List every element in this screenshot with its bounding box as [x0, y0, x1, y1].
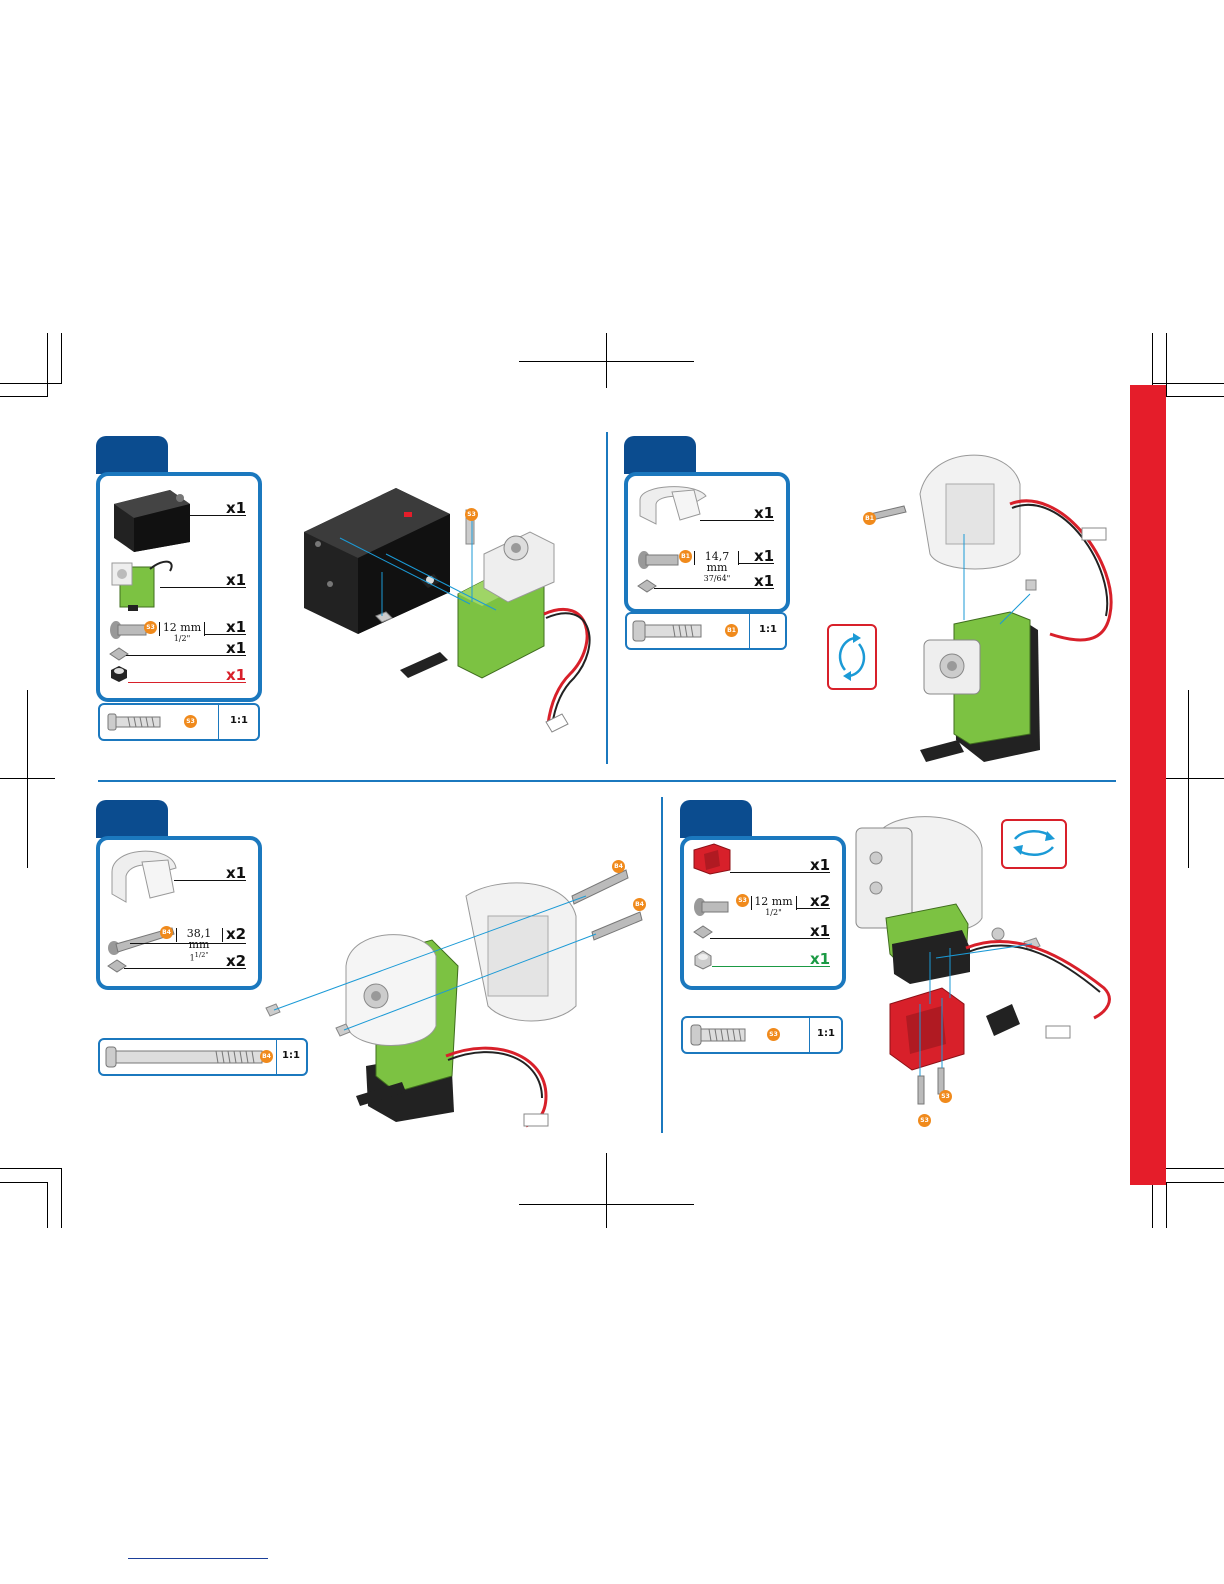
step-2-assembly-illustration: [860, 444, 1120, 774]
servo-motor-icon: [110, 555, 182, 613]
callout-badge: B1: [863, 512, 876, 525]
square-nut-icon: [106, 958, 128, 974]
screw-scale-icon: [633, 620, 703, 642]
part-badge: B4: [160, 926, 173, 939]
step-4-assembly-illustration: [846, 808, 1126, 1128]
screw-scale-icon: [691, 1024, 747, 1046]
side-bar: [1130, 385, 1166, 1185]
motor-hub-half-icon: [106, 842, 186, 914]
screw-icon: [692, 896, 732, 918]
part-qty: x1: [226, 864, 246, 882]
part-qty: x1: [810, 856, 830, 874]
part-qty: x1: [226, 666, 246, 684]
part-qty: x1: [754, 504, 774, 522]
part-qty: x1: [754, 572, 774, 590]
square-nut-icon: [636, 578, 658, 594]
step-2-tab: [624, 436, 696, 474]
screw-scale-icon: [108, 713, 162, 731]
motor-hub-half-icon: [636, 480, 716, 530]
part-qty: x2: [226, 952, 246, 970]
dimension-bar: [222, 928, 223, 942]
callout-badge: S3: [939, 1090, 952, 1103]
lock-nut-icon: [692, 949, 714, 971]
screw-icon: [636, 549, 682, 571]
lock-nut-icon: [108, 664, 130, 684]
servo-bracket-icon: [110, 482, 192, 552]
scale-separator: [749, 614, 750, 648]
part-qty: x1: [810, 950, 830, 968]
part-qty: x2: [810, 892, 830, 910]
step-1-scale-box: S3 1:1: [98, 703, 260, 741]
screw-length: 12 mm 1/2": [751, 896, 796, 918]
scale-badge: S3: [184, 715, 197, 728]
callout-badge: S3: [918, 1114, 931, 1127]
part-qty: x1: [226, 618, 246, 636]
scale-label: 1:1: [230, 715, 248, 726]
callout-badge: S3: [465, 508, 478, 521]
scale-separator: [218, 705, 219, 739]
part-badge: B1: [679, 550, 692, 563]
callout-badge: B4: [633, 898, 646, 911]
square-nut-icon: [108, 646, 130, 662]
leader-line: [130, 943, 246, 944]
part-qty: x1: [226, 639, 246, 657]
callout-badge: B4: [612, 860, 625, 873]
scale-separator: [809, 1018, 810, 1052]
scale-label: 1:1: [759, 624, 777, 635]
scale-badge: B1: [725, 624, 738, 637]
screw-length: 14,7 mm 37/64": [694, 551, 740, 584]
part-qty: x1: [226, 571, 246, 589]
step-4-tab: [680, 800, 752, 838]
part-qty: x1: [754, 547, 774, 565]
horizontal-divider: [98, 780, 1116, 782]
vertical-divider-bottom: [661, 797, 663, 1133]
red-u-bracket-icon: [692, 844, 732, 874]
step-1-tab: [96, 436, 168, 474]
screw-length: 38,1 mm 11/2": [176, 928, 222, 964]
screw-length: 12 mm 1/2": [160, 622, 204, 644]
part-qty: x2: [226, 925, 246, 943]
scale-badge: S3: [767, 1028, 780, 1041]
part-qty: x1: [226, 499, 246, 517]
step-2-scale-box: B1 1:1: [625, 612, 787, 650]
step-1-assembly-illustration: [300, 484, 620, 744]
step-3-assembly-illustration: [256, 856, 656, 1132]
part-qty: x1: [810, 922, 830, 940]
step-3-tab: [96, 800, 168, 838]
step-4-scale-box: S3 1:1: [681, 1016, 843, 1054]
part-badge: S3: [144, 621, 157, 634]
long-screw-scale-icon: [106, 1046, 266, 1068]
part-badge: S3: [736, 894, 749, 907]
scale-label: 1:1: [817, 1028, 835, 1039]
